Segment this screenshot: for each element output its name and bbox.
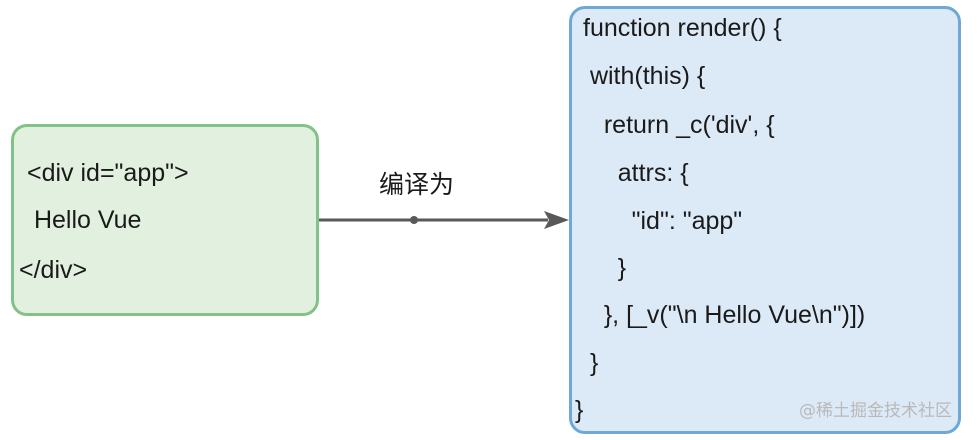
render-line-4: attrs: { <box>583 159 689 187</box>
render-line-7: }, [_v("\n Hello Vue\n")]) <box>583 301 866 329</box>
template-line-open-div: <div id="app"> <box>27 159 189 187</box>
render-line-8: } <box>583 349 599 377</box>
compile-edge-waypoint <box>410 216 418 224</box>
compile-edge-arrowhead <box>544 211 569 229</box>
render-line-5: "id": "app" <box>583 207 743 235</box>
template-line-close-div: </div> <box>19 256 88 284</box>
render-line-3: return _c('div', { <box>583 111 775 139</box>
watermark: @稀土掘金技术社区 <box>799 401 952 421</box>
template-node <box>11 124 319 316</box>
render-function-node <box>569 6 961 434</box>
render-line-9: } <box>575 396 584 424</box>
template-line-hello-vue: Hello Vue <box>27 206 142 234</box>
compile-edge-label: 编译为 <box>379 170 455 199</box>
render-line-2: with(this) { <box>583 62 706 90</box>
render-line-6: } <box>583 254 627 282</box>
render-line-1: function render() { <box>583 14 782 42</box>
